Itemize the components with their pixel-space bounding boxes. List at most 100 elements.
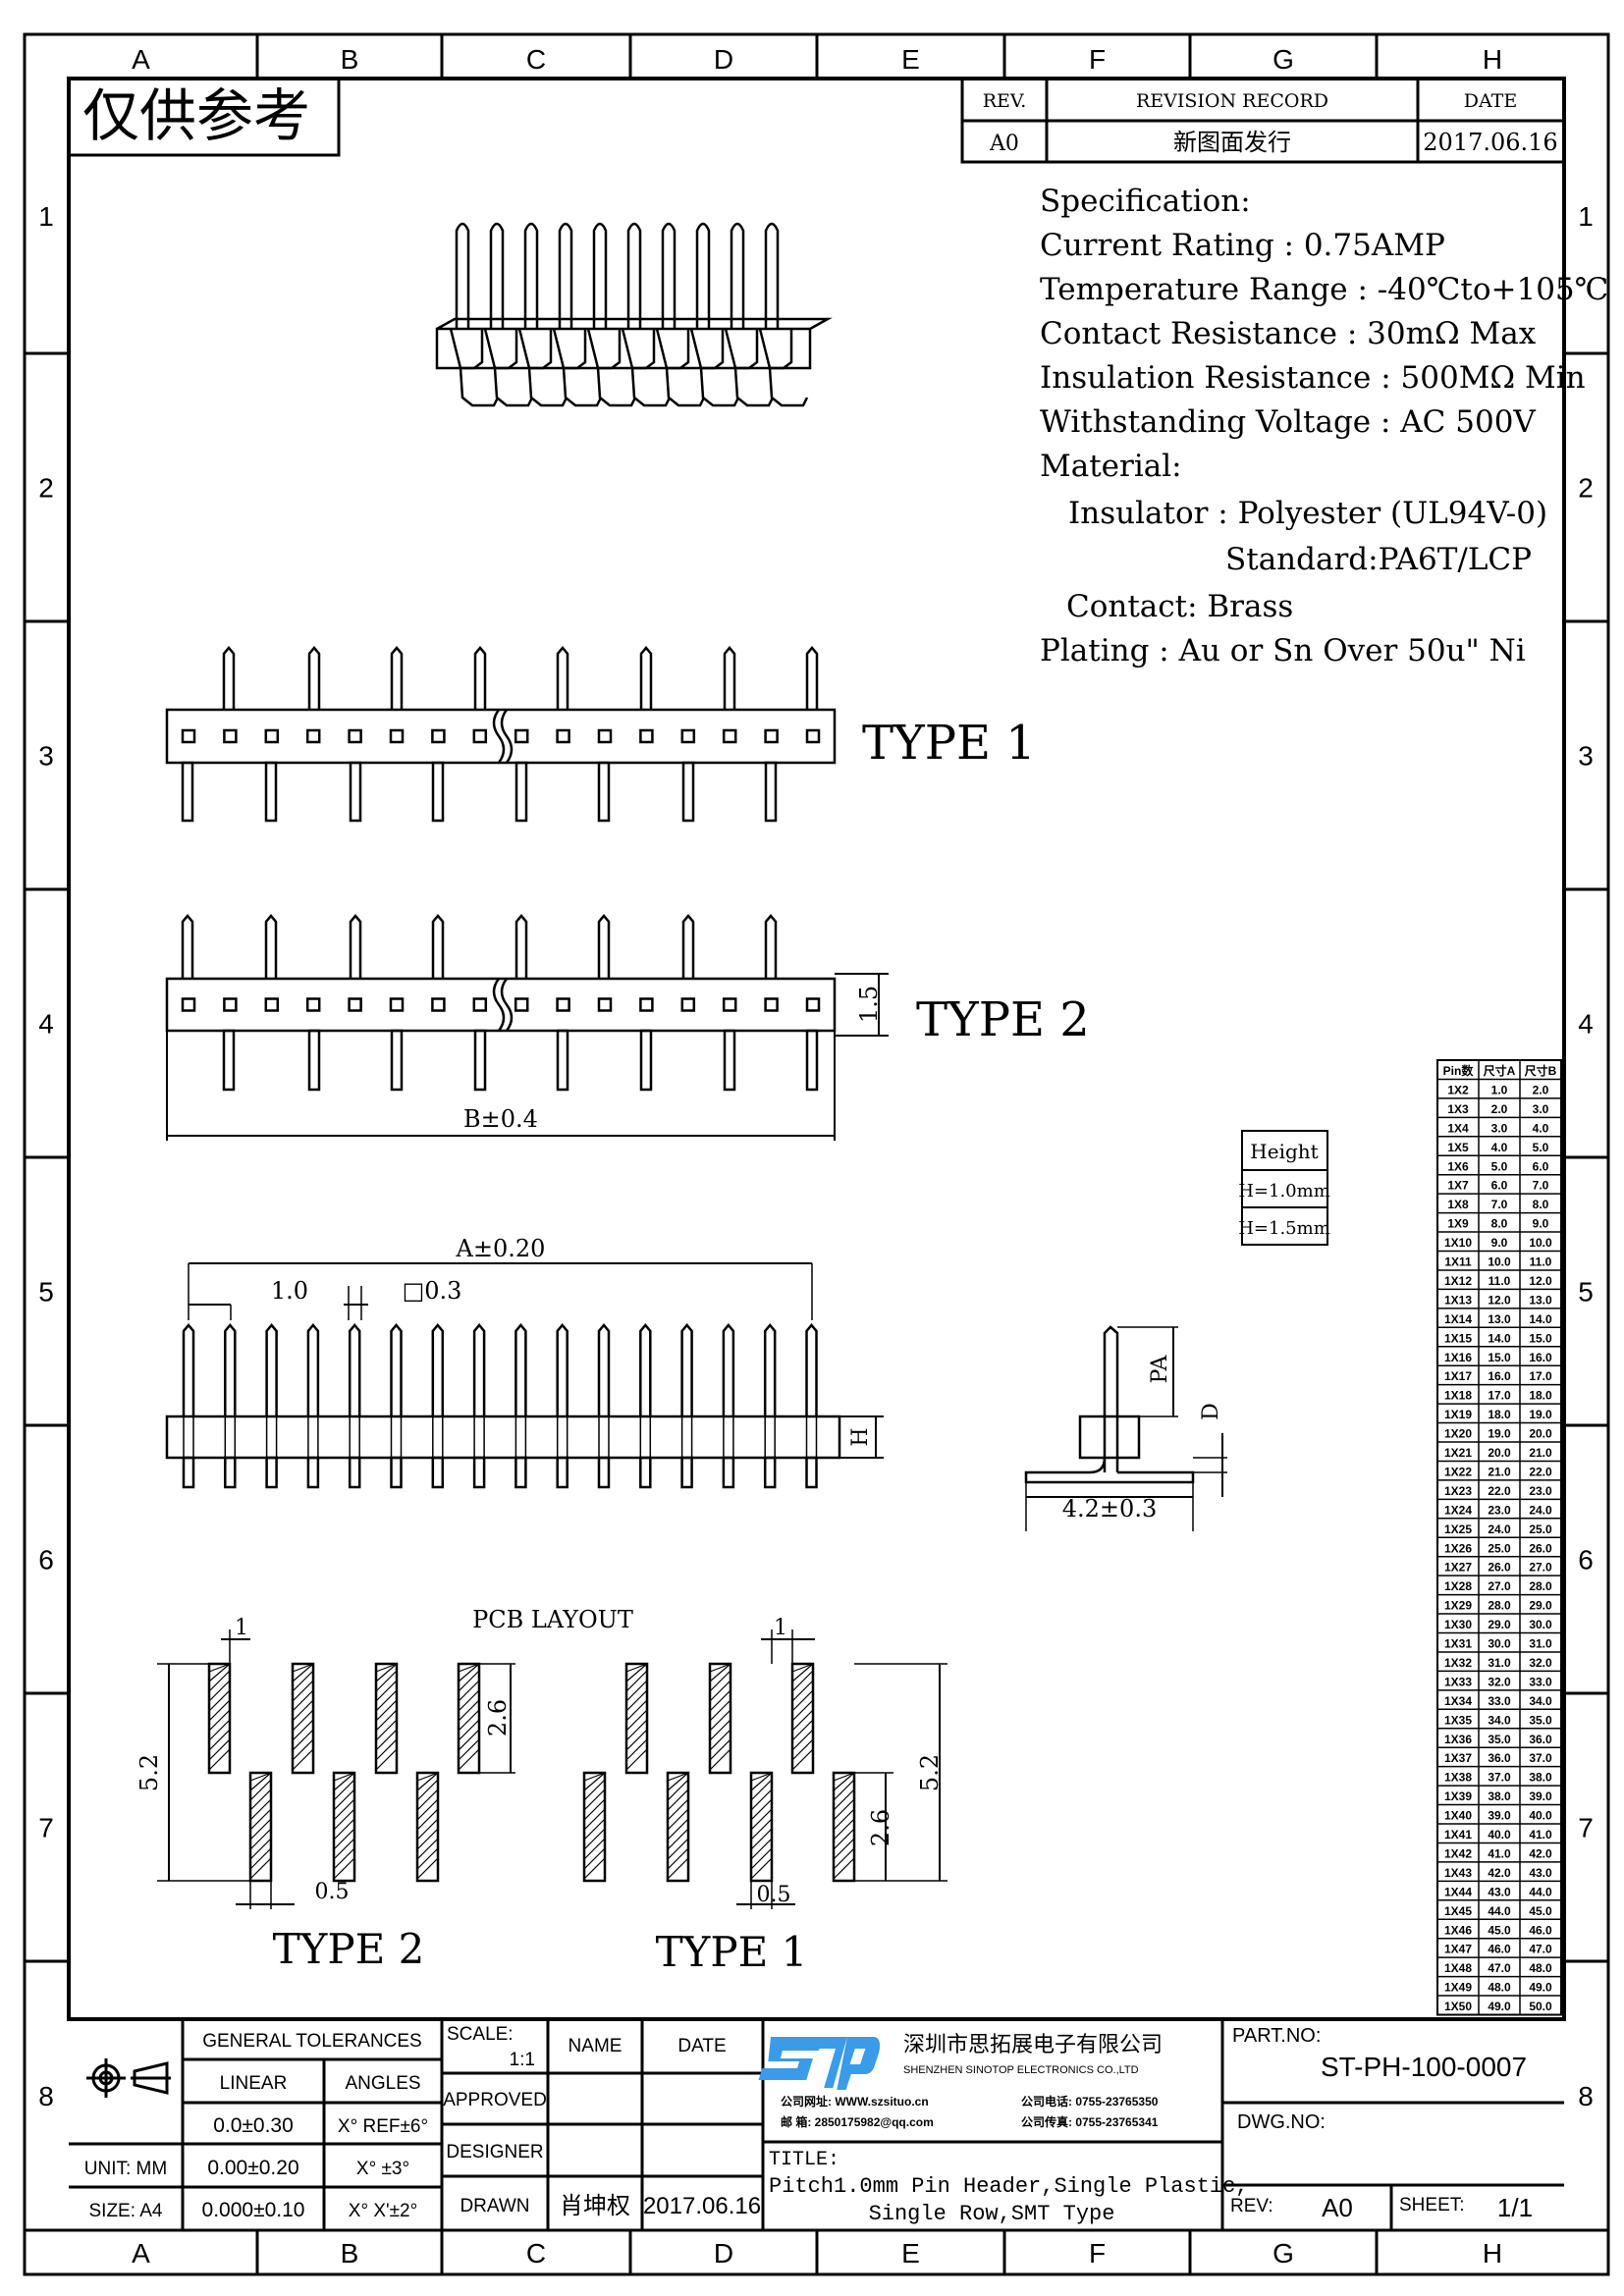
- linear-tolerance: 0.0±0.30: [213, 2114, 294, 2137]
- column-label-bottom: C: [526, 2238, 546, 2269]
- drawn-label: DRAWN: [460, 2196, 529, 2216]
- pin-3d: [730, 222, 745, 329]
- pin-table-cell: 28.0: [1529, 1579, 1552, 1593]
- pcb-pad: [457, 1662, 481, 1775]
- pin-table-cell: 6.0: [1533, 1159, 1549, 1173]
- pin-table-cell: 26.0: [1529, 1541, 1552, 1555]
- pin-table-cell: 1X18: [1444, 1389, 1472, 1403]
- pin-table-cell: 5.0: [1533, 1141, 1549, 1154]
- pin-table-cell: 9.0: [1533, 1217, 1549, 1231]
- pin-table-cell: 43.0: [1529, 1866, 1552, 1880]
- drawing-title-line1: Pitch1.0mm Pin Header,Single Plastic,: [769, 2174, 1248, 2199]
- pin-table-cell: 18.0: [1529, 1389, 1552, 1403]
- dim-4-2: 4.2±0.3: [1062, 1495, 1157, 1522]
- pcb-layout-title: PCB LAYOUT: [472, 1606, 633, 1633]
- pin-table-cell: 35.0: [1529, 1713, 1552, 1727]
- pcb-dim-2-6-left: 2.6: [484, 1699, 512, 1736]
- pin-table-cell: 42.0: [1488, 1866, 1511, 1880]
- pin-table-cell: 1X17: [1444, 1369, 1472, 1383]
- pcb-pad: [749, 1771, 774, 1883]
- pin-table-cell: 31.0: [1488, 1656, 1511, 1670]
- pin-table-cell: 11.0: [1489, 1274, 1511, 1288]
- pin-table-cell: 39.0: [1488, 1809, 1511, 1823]
- pin-table-cell: 24.0: [1488, 1522, 1511, 1536]
- pin-table-cell: 1.0: [1491, 1083, 1508, 1096]
- pin-table-cell: 37.0: [1529, 1751, 1552, 1765]
- dim-a: A±0.20: [456, 1235, 546, 1262]
- row-label-left: 6: [38, 1545, 54, 1575]
- part-no-label: PART.NO:: [1232, 2025, 1321, 2047]
- pcb-dim-2-6-right: 2.6: [867, 1809, 894, 1846]
- pin-table-cell: 1X43: [1444, 1866, 1472, 1880]
- size-label: SIZE: A4: [89, 2201, 163, 2221]
- pin-table-cell: 1X13: [1444, 1293, 1472, 1307]
- pin-3d: [592, 222, 608, 329]
- revision-block: [960, 77, 1566, 164]
- height-1-5: H=1.5mm: [1238, 1218, 1330, 1239]
- column-label-top: C: [526, 44, 546, 75]
- rev-value: A0: [1322, 2193, 1353, 2222]
- row-label-right: 1: [1578, 201, 1594, 232]
- pin-table-cell: 36.0: [1529, 1733, 1552, 1746]
- row-label-left: 3: [38, 741, 54, 772]
- pin-table-cell: 46.0: [1488, 1943, 1511, 1956]
- title-label: TITLE:: [769, 2149, 839, 2171]
- stamp-text: 仅供参考: [82, 84, 310, 148]
- row-label-left: 8: [38, 2081, 54, 2111]
- spec-line: Contact: Brass: [1066, 589, 1293, 624]
- pin-table-cell: 1X4: [1447, 1121, 1469, 1135]
- pin-table-cell: 28.0: [1488, 1599, 1511, 1613]
- pin-table-cell: 27.0: [1529, 1561, 1552, 1575]
- spec-line: Contact Resistance : 30mΩ Max: [1040, 316, 1537, 351]
- pin-table-cell: 20.0: [1488, 1446, 1511, 1460]
- pcb-pad: [708, 1662, 732, 1775]
- pcb-pad: [666, 1771, 690, 1883]
- name-header: NAME: [568, 2036, 623, 2056]
- stamp-box: [67, 77, 341, 157]
- pin-table-cell: 1X45: [1444, 1904, 1472, 1918]
- height-table: [1241, 1130, 1328, 1246]
- part-number: ST-PH-100-0007: [1321, 2052, 1527, 2082]
- pin-table-cell: 12.0: [1529, 1274, 1552, 1288]
- pin-table-cell: 26.0: [1488, 1561, 1511, 1575]
- pin-table-cell: 11.0: [1530, 1255, 1552, 1269]
- date-header: DATE: [1464, 90, 1517, 112]
- pin-3d: [764, 222, 780, 329]
- pin-table-cell: 1X19: [1444, 1408, 1472, 1421]
- drawn-date: 2017.06.16: [643, 2193, 761, 2219]
- pin-table-cell: 44.0: [1488, 1904, 1511, 1918]
- pin-table-cell: 38.0: [1529, 1771, 1552, 1785]
- pin-table-cell: 1X6: [1447, 1159, 1469, 1173]
- angles-label: ANGLES: [345, 2073, 420, 2094]
- pin-table-cell: 14.0: [1488, 1331, 1511, 1345]
- pin-table-cell: 14.0: [1529, 1312, 1552, 1326]
- pin-table-cell: 41.0: [1529, 1828, 1552, 1842]
- pin-table-cell: 10.0: [1529, 1236, 1552, 1250]
- approved-label: APPROVED: [443, 2090, 547, 2110]
- linear-label: LINEAR: [220, 2073, 288, 2094]
- column-label-bottom: D: [714, 2238, 733, 2269]
- pcb-pad: [832, 1771, 856, 1883]
- pin-table-cell: 19.0: [1488, 1427, 1511, 1441]
- pin-3d: [661, 222, 677, 329]
- pin-table-cell: 29.0: [1488, 1618, 1511, 1631]
- date-header: DATE: [677, 2036, 726, 2056]
- pin-table-cell: 1X29: [1444, 1599, 1472, 1613]
- pin-table-cell: 1X20: [1444, 1427, 1472, 1441]
- pin-table-cell: 23.0: [1529, 1484, 1552, 1498]
- pin-table-cell: 7.0: [1491, 1198, 1508, 1211]
- type1-label: TYPE 1: [862, 716, 1036, 771]
- spec-line: Temperature Range : -40℃to+105℃: [1040, 272, 1608, 307]
- spec-line: Insulation Resistance : 500MΩ Min: [1040, 360, 1586, 396]
- pcb-dim-1-left: 1: [235, 1616, 248, 1640]
- pin-3d: [626, 222, 642, 329]
- row-label-right: 4: [1578, 1009, 1594, 1040]
- column-label-top: B: [341, 44, 359, 75]
- pin-table-cell: 22.0: [1488, 1484, 1511, 1498]
- pin-table-cell: 1X32: [1444, 1656, 1472, 1670]
- pin-table-cell: 1X11: [1444, 1255, 1472, 1269]
- pin-table-cell: 49.0: [1529, 1981, 1552, 1995]
- company-phone: 公司电话: 0755-23765350: [1021, 2094, 1159, 2109]
- pin-table-cell: 1X49: [1444, 1981, 1472, 1995]
